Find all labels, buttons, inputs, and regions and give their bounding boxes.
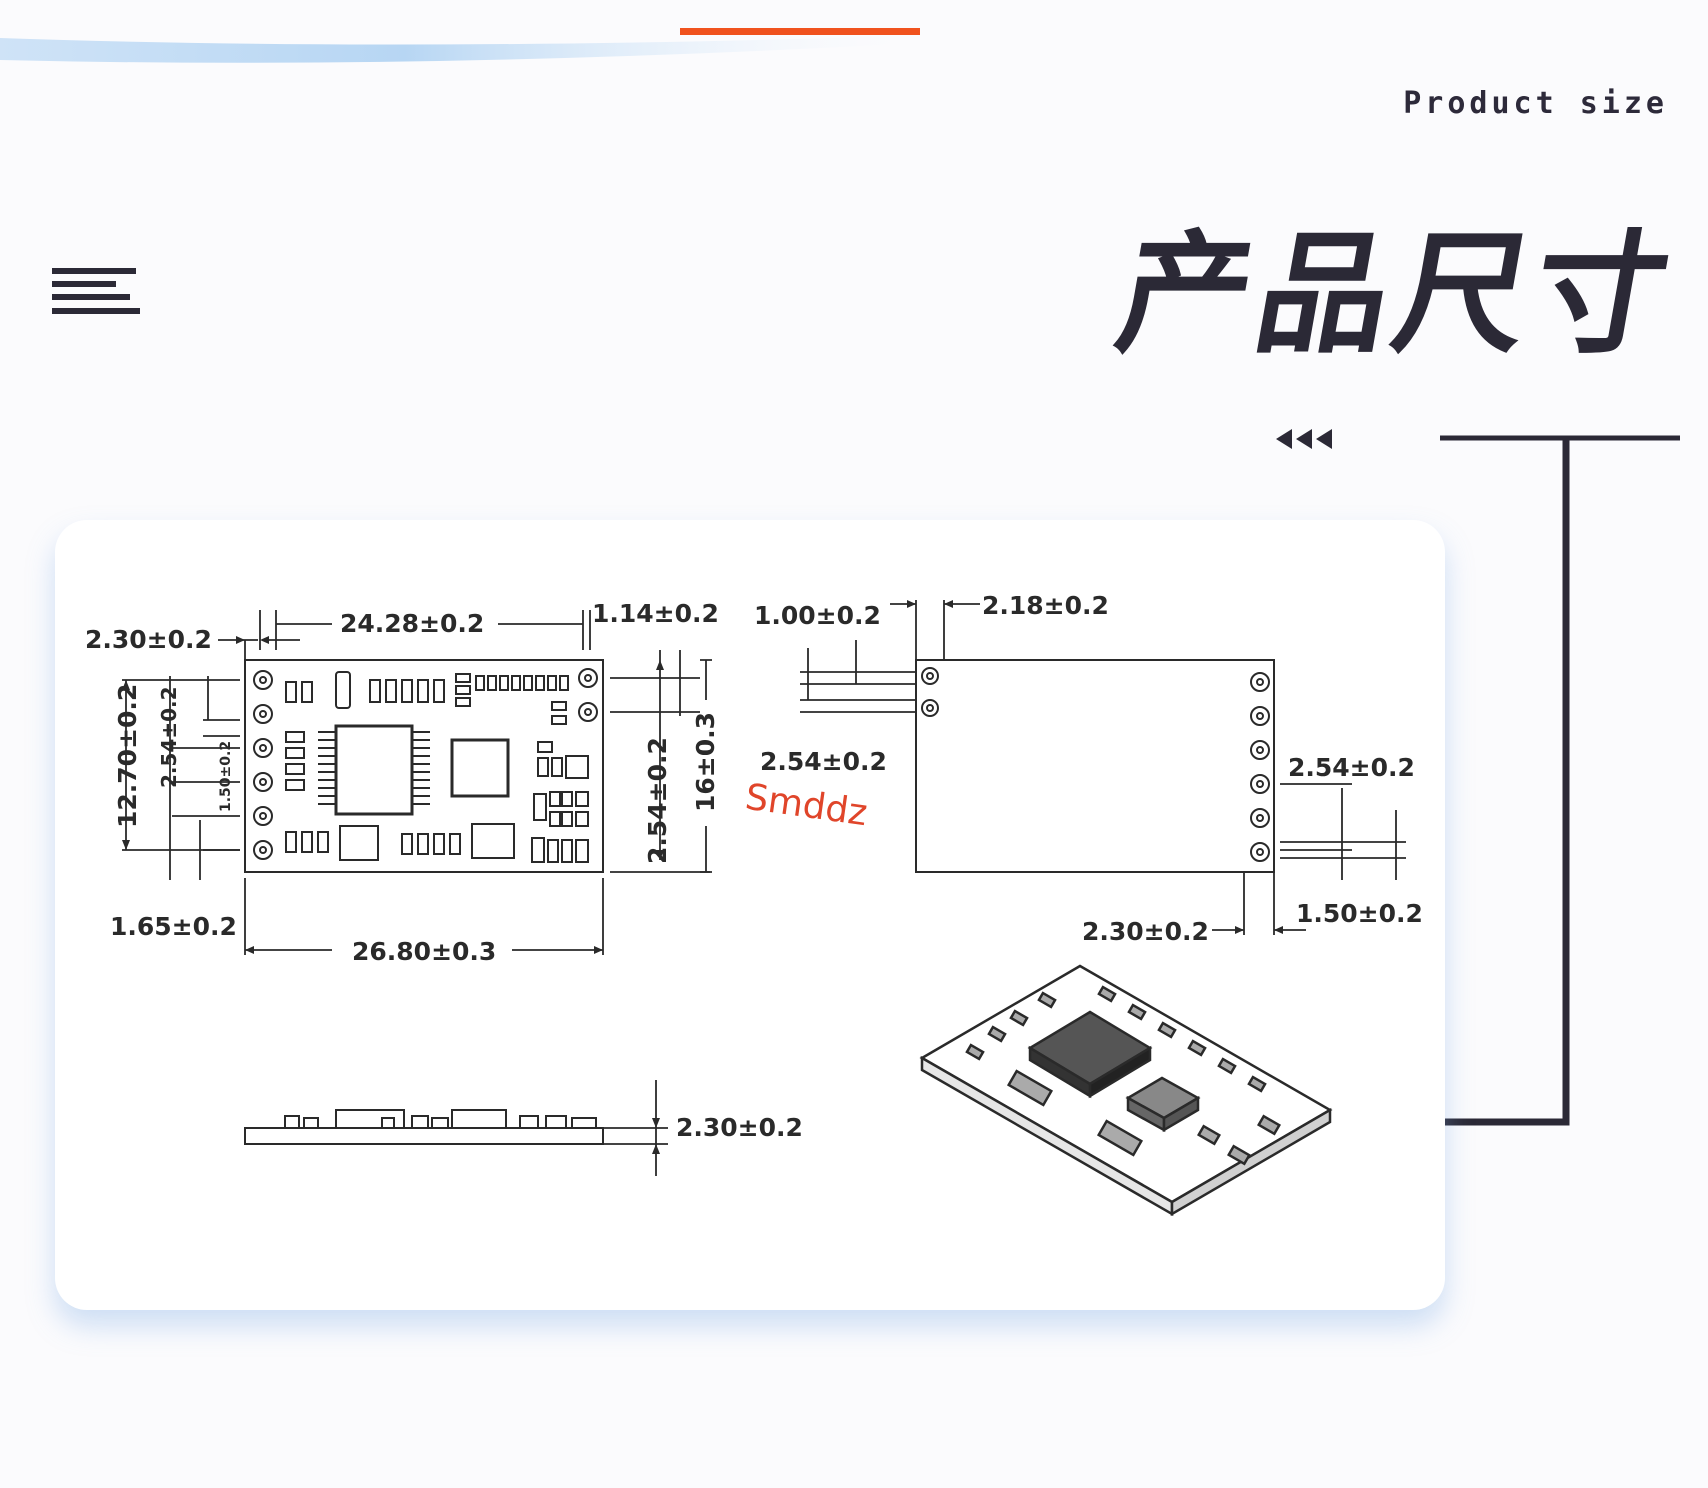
bottom-view-pads bbox=[921, 667, 1270, 862]
dim-edge-offset: 1.14±0.2 bbox=[592, 599, 719, 628]
dim-board-height: 16±0.3 bbox=[691, 712, 720, 812]
top-view-components bbox=[285, 671, 589, 863]
dim-pad-gap: 1.50±0.2 bbox=[1296, 899, 1423, 928]
dim-pin-offset: 2.30±0.2 bbox=[85, 625, 212, 654]
side-view-board bbox=[244, 1109, 604, 1145]
top-view-left-pins bbox=[253, 670, 273, 860]
dim-pin-height-span: 12.70±0.2 bbox=[113, 684, 142, 828]
dim-pad-length: 2.18±0.2 bbox=[982, 591, 1109, 620]
dim-pin-pitch-left: 2.54±0.2 bbox=[157, 686, 181, 788]
header-swoosh bbox=[0, 36, 900, 63]
triple-left-arrow-icon bbox=[1276, 429, 1332, 449]
dim-pitch-right: 2.54±0.2 bbox=[1288, 753, 1415, 782]
top-view-board bbox=[244, 659, 604, 873]
dim-thickness: 2.30±0.2 bbox=[676, 1113, 803, 1142]
dim-pin-pitch-right: 2.54±0.2 bbox=[643, 737, 672, 864]
bottom-view-board bbox=[915, 659, 1275, 873]
dim-pitch-left: 2.54±0.2 bbox=[760, 747, 887, 776]
dim-board-length: 26.80±0.3 bbox=[352, 937, 496, 966]
accent-bar bbox=[680, 28, 920, 35]
module-3d-illustration bbox=[919, 964, 1333, 1217]
section-subtitle: Product size bbox=[1403, 86, 1668, 121]
top-view-right-pins bbox=[578, 668, 598, 722]
section-bracket bbox=[1440, 435, 1680, 1126]
dim-pad-width: 1.00±0.2 bbox=[754, 601, 881, 630]
dim-pad-bottom: 1.65±0.2 bbox=[110, 912, 237, 941]
dim-bottom-edge-offset: 2.30±0.2 bbox=[1082, 917, 1209, 946]
dim-pin-span: 24.28±0.2 bbox=[340, 609, 484, 638]
dim-pad-small: 1.50±0.2 bbox=[218, 741, 234, 812]
menu-lines-icon bbox=[52, 268, 140, 314]
